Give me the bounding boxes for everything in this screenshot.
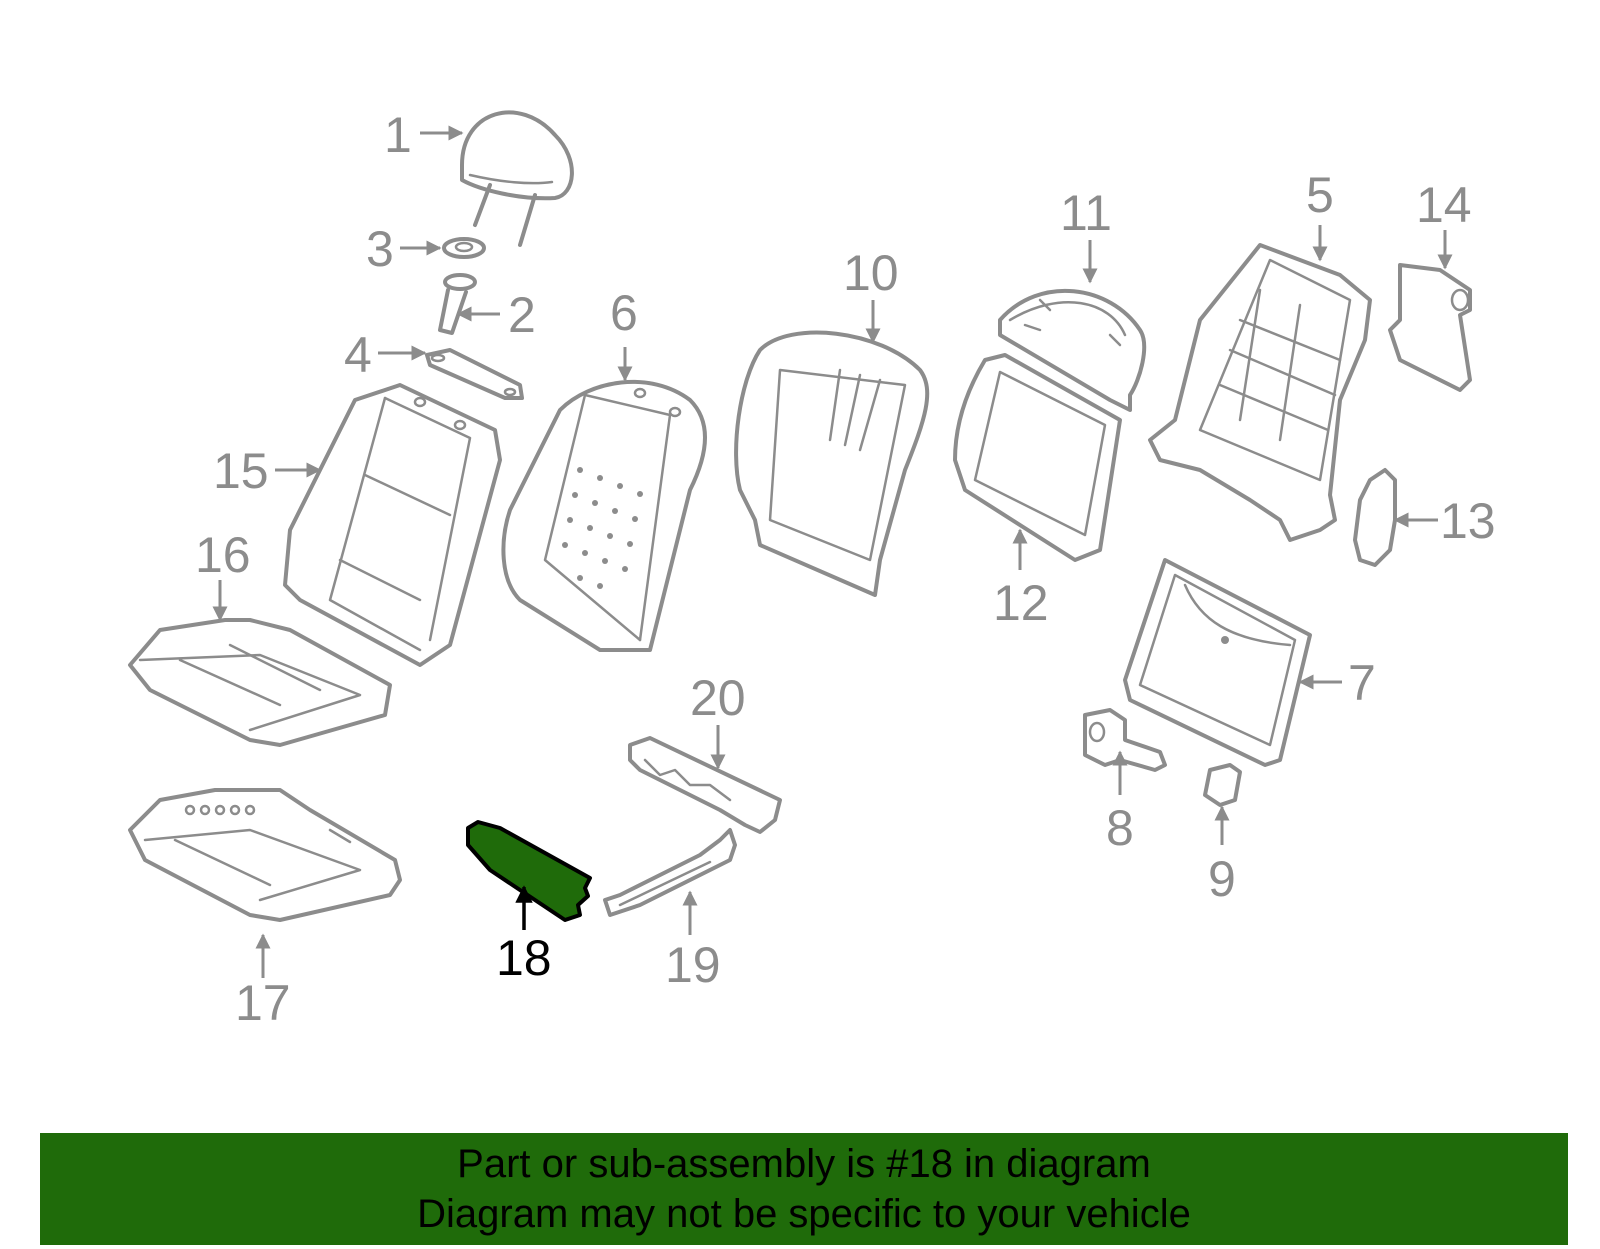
part-6-seat-back-pad[interactable] — [501, 379, 707, 652]
callout-9: 9 — [1208, 851, 1236, 907]
part-10-seat-back-pad[interactable] — [734, 330, 930, 597]
part-15-seat-back-cover[interactable] — [283, 383, 502, 667]
callout-11: 11 — [1060, 185, 1112, 241]
callout-6: 6 — [610, 285, 638, 341]
part-19-side-trim[interactable] — [603, 828, 737, 917]
part-16-seat-cushion-cover[interactable] — [128, 618, 392, 747]
callout-19: 19 — [665, 937, 721, 993]
part-info-banner: Part or sub-assembly is #18 in diagram D… — [40, 1133, 1568, 1245]
perforation-dots — [562, 467, 643, 589]
banner-line-1: Part or sub-assembly is #18 in diagram — [457, 1142, 1151, 1186]
callout-3: 3 — [366, 221, 394, 277]
callout-20: 20 — [690, 670, 746, 726]
callout-5: 5 — [1306, 167, 1334, 223]
callout-2: 2 — [508, 287, 536, 343]
banner-line-2: Diagram may not be specific to your vehi… — [417, 1192, 1191, 1236]
part-11-back-board[interactable] — [998, 288, 1147, 412]
part-5-seat-back-frame[interactable] — [1148, 243, 1372, 542]
part-12-back-panel[interactable] — [953, 353, 1122, 562]
part-18-highlighted-cover[interactable] — [466, 820, 592, 922]
part-4-bracket[interactable] — [425, 348, 524, 400]
callout-8: 8 — [1106, 800, 1134, 856]
part-9-clip[interactable] — [1203, 763, 1242, 807]
callout-1: 1 — [384, 107, 412, 163]
part-1-headrest[interactable] — [460, 110, 574, 247]
part-14-bracket[interactable] — [1388, 263, 1472, 392]
part-7-back-panel-board[interactable] — [1123, 558, 1312, 767]
callout-16: 16 — [195, 527, 251, 583]
callout-17: 17 — [235, 975, 291, 1031]
callout-18: 18 — [496, 930, 552, 986]
part-8-switch[interactable] — [1083, 708, 1167, 772]
leader-arrows — [212, 125, 1453, 978]
callout-labels: 1 2 3 4 5 6 7 8 9 10 11 12 13 14 15 16 1… — [195, 107, 1496, 1031]
callout-7: 7 — [1348, 655, 1376, 711]
callout-15: 15 — [213, 443, 269, 499]
callout-13: 13 — [1440, 493, 1496, 549]
callout-12: 12 — [993, 575, 1049, 631]
part-17-seat-cushion-pad[interactable] — [128, 788, 402, 922]
callout-10: 10 — [843, 245, 899, 301]
part-3-guide-cap[interactable] — [442, 237, 486, 259]
callout-4: 4 — [344, 327, 372, 383]
part-20-side-trim[interactable] — [628, 736, 782, 834]
part-13-latch[interactable] — [1353, 468, 1397, 567]
callout-14: 14 — [1416, 177, 1472, 233]
part-2-guide-sleeve[interactable] — [438, 273, 477, 335]
